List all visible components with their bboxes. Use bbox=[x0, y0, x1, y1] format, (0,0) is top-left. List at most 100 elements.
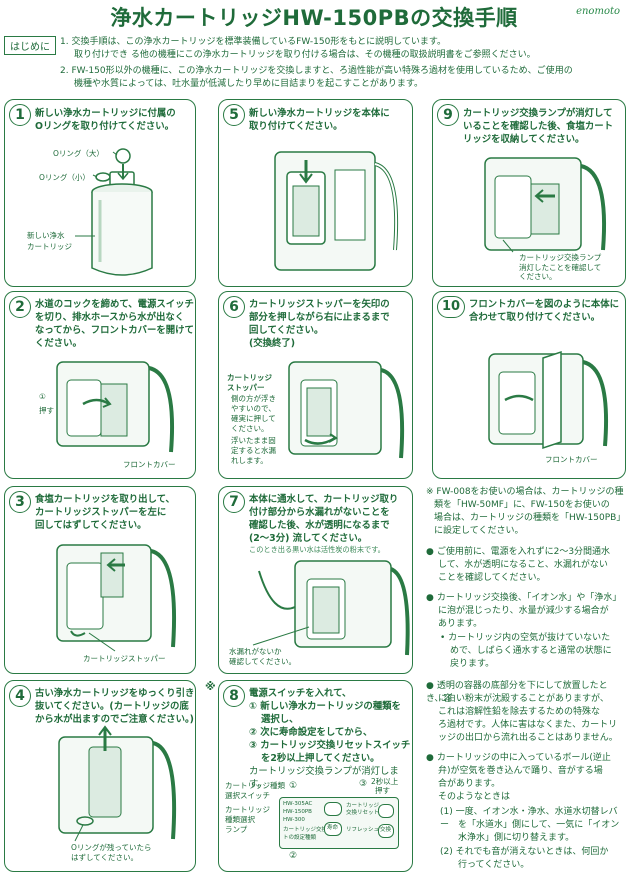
label-front-cover: フロントカバー bbox=[123, 460, 176, 469]
bullet-4-sub-5: 行ってください。 bbox=[458, 860, 530, 870]
note-line: やすいので、 bbox=[231, 404, 276, 413]
bullet-3-line-1: 透明の容器の底部分を下にして放置したとき、容 bbox=[426, 680, 624, 706]
bullet-4-line-1: カートリッジの中に入っているボール(逆止 bbox=[426, 752, 624, 765]
label-new-cartridge-1: 新しい浄水 bbox=[27, 231, 65, 240]
bullet-2-line-3: あります。 bbox=[438, 619, 483, 629]
note-line: 確実に押して bbox=[231, 414, 276, 423]
label-oring-small: Oリング（小） bbox=[39, 173, 90, 182]
step-number: 4 bbox=[9, 685, 31, 707]
label-stopper-1: カートリッジ bbox=[227, 373, 272, 382]
label-push: 押す bbox=[39, 406, 54, 415]
step-10-text-1: フロントカバーを図のように本体に bbox=[469, 299, 620, 310]
step-number: 1 bbox=[9, 104, 31, 126]
type-select-button[interactable] bbox=[324, 802, 342, 816]
type-option: HW-305AC bbox=[283, 801, 313, 807]
bullet-1-line-2: して、水が透明になること、水漏れがない bbox=[438, 560, 608, 570]
note-line: 側の方が浮き bbox=[231, 394, 276, 403]
step-4-text-1: 古い浄水カートリッジをゆっくり引き bbox=[35, 688, 195, 699]
step-4-text-3: から水が出ますのでご注意ください。) bbox=[35, 714, 194, 725]
step-4-panel: 4 古い浄水カートリッジをゆっくり引き 抜いてください。(カートリッジの底 から… bbox=[4, 680, 196, 872]
reset-label-1: カートリッジ bbox=[346, 803, 380, 809]
step-10-text-2: 合わせて取り付けてください。 bbox=[469, 312, 600, 323]
note-fw008-3: 場合は、カートリッジの種類を「HW-150PB」 bbox=[434, 513, 626, 523]
bullet-4-line-2: 弁)が空気を巻き込んで踊り、音がする場 bbox=[438, 766, 603, 776]
label-stopper: カートリッジストッパー bbox=[83, 654, 166, 663]
step-7-panel: 7 本体に通水して、カートリッジ取り 付け部分から水漏れがないことを 確認した後… bbox=[218, 486, 413, 674]
life-setting-button[interactable]: 寿命 bbox=[324, 822, 342, 836]
step-8-text-5: ③ カートリッジ交換リセットスイッチ bbox=[249, 740, 411, 751]
bullet-4-sub-2: を「水道水」側にして、一気に「イオン水 bbox=[458, 820, 620, 843]
label-type-switch-1: カートリッジ種類 bbox=[225, 781, 285, 790]
cartridge-illustration bbox=[75, 148, 153, 276]
label-1: ① bbox=[39, 392, 46, 401]
note-line: れします。 bbox=[231, 456, 268, 465]
step-7-text-1: 本体に通水して、カートリッジ取り bbox=[249, 494, 399, 505]
step-2-text-1: 水道のコックを締めて、電源スイッチ bbox=[35, 299, 194, 310]
bullet-4-sub-4: (2) それでも音が消えないときは、何回か bbox=[440, 847, 609, 857]
bullet-4-sub-3: ・浄水」側に切り替えます。 bbox=[458, 833, 575, 843]
step-10-panel: 10 フロントカバーを図のように本体に 合わせて取り付けてください。 フロントカ… bbox=[432, 291, 626, 479]
step-8-text-6: を2秒以上押してください。 bbox=[261, 753, 380, 764]
label-lamp-note-2: ください。 bbox=[519, 272, 557, 281]
step-9-text-3: リッジを収納してください。 bbox=[463, 134, 585, 145]
type-option: HW-150PB bbox=[283, 809, 312, 815]
device-illustration bbox=[274, 151, 399, 271]
step-5-text-2: 取り付けてください。 bbox=[249, 121, 343, 132]
bullet-1-line-1: ご使用前に、電源を入れずに2〜3分間通水 bbox=[426, 546, 624, 559]
callout-3: ③ bbox=[359, 779, 368, 789]
step-2-panel: 2 水道のコックを締めて、電源スイッチ を切り、排水ホースから水が出なく なって… bbox=[4, 291, 196, 479]
exchange-label: 交換 bbox=[380, 827, 392, 833]
step-number: 10 bbox=[437, 296, 465, 318]
note-line: ください。 bbox=[231, 424, 269, 433]
label-type-switch-2: 選択スイッチ bbox=[225, 791, 270, 800]
step-6-text-2: 部分を押しながら右に止まるまで bbox=[249, 312, 390, 323]
bullet-3-line-3: これは溶解性鉛を除去するための特殊な bbox=[438, 707, 601, 717]
bullet-4-line-3: 合があります。 bbox=[438, 779, 501, 789]
step-2-text-3: なってから、フロントカバーを開けて bbox=[35, 325, 194, 336]
reset-button[interactable] bbox=[378, 804, 394, 818]
page-title: 浄水カートリッジHW-150PBの交換手順 bbox=[110, 6, 518, 30]
step-3-panel: 3 食塩カートリッジを取り出して、 カートリッジストッパーを左に 回してはずして… bbox=[4, 486, 196, 674]
device-illustration bbox=[252, 560, 410, 656]
label-type-lamp-3: ランプ bbox=[225, 825, 248, 834]
label-leak-2: 確認してください。 bbox=[229, 657, 297, 666]
step-3-text-1: 食塩カートリッジを取り出して、 bbox=[35, 494, 175, 505]
bullet-2-sub-3: 戻ります。 bbox=[450, 659, 495, 669]
bullet-3-line-4: ろ過材です。人体に害はなくまた、カートリ bbox=[438, 720, 618, 730]
bullet-2-sub-1: • カートリッジ内の空気が抜けていないた bbox=[440, 633, 611, 643]
bullet-4-sub-1: (1) 一度、イオン水・浄水、水道水切替レバー bbox=[440, 807, 618, 830]
bullet-4-line-4: そのようなときは bbox=[438, 792, 511, 802]
label-2sec: 2秒以上 bbox=[371, 777, 399, 786]
device-illustration bbox=[56, 544, 177, 652]
label-type-lamp-2: 種類選択 bbox=[225, 815, 255, 824]
step-6-text-3: 回してください。 bbox=[249, 325, 324, 336]
intro-line-3: 2. FW-150形以外の機種に、この浄水カートリッジを交換しますと、ろ過性能が… bbox=[60, 66, 573, 76]
label-front-cover: フロントカバー bbox=[545, 455, 598, 464]
step-9-text-1: カートリッジ交換ランプが消灯して bbox=[463, 108, 613, 119]
callout-2: ② bbox=[289, 851, 298, 861]
step-8-text-2: ① 新しい浄水カートリッジの種類を bbox=[249, 701, 401, 712]
step-5-panel: 5 新しい浄水カートリッジを本体に 取り付けてください。 bbox=[218, 99, 413, 287]
step-8-panel: 8 電源スイッチを入れて、 ① 新しい浄水カートリッジの種類を 選択し、 ② 次… bbox=[218, 680, 413, 872]
step-number: 9 bbox=[437, 104, 459, 126]
step-5-text-1: 新しい浄水カートリッジを本体に bbox=[249, 108, 390, 119]
step-9-text-2: いることを確認した後、食塩カート bbox=[463, 121, 614, 132]
callout-1: ① bbox=[289, 781, 298, 791]
label-leak-1: 水漏れがないか bbox=[229, 647, 282, 656]
brand-logo: enomoto bbox=[576, 6, 620, 17]
step-8-text-4: ② 次に寿命設定をしてから、 bbox=[249, 727, 373, 738]
step-7-text-4: (2〜3分) 流してください。 bbox=[249, 533, 368, 544]
step-8-text-7: カートリッジ交換ランプが消灯します。 bbox=[249, 766, 399, 790]
device-illustration bbox=[288, 361, 405, 459]
step-number: 7 bbox=[223, 491, 245, 513]
step-1-panel: 1 新しい浄水カートリッジに付属の Oリングを取り付けてください。 Oリング（大… bbox=[4, 99, 196, 287]
intro-line-1: 1. 交換手順は、この浄水カートリッジを標準装備しているFW-150形をもとに説… bbox=[60, 37, 446, 47]
step-number: 8 bbox=[223, 685, 245, 707]
intro-badge: はじめに bbox=[4, 36, 56, 55]
label-oring-remain-1: Oリングが残っていたら bbox=[71, 843, 152, 852]
step-number: 2 bbox=[9, 296, 31, 318]
refresh-button[interactable]: 交換 bbox=[378, 824, 394, 838]
step-7-note: このとき出る黒い水は活性炭の粉末です。 bbox=[249, 545, 385, 554]
device-illustration bbox=[58, 725, 177, 842]
bullet-2-line-1: カートリッジ交換後、「イオン水」や「浄水」 bbox=[426, 592, 624, 605]
